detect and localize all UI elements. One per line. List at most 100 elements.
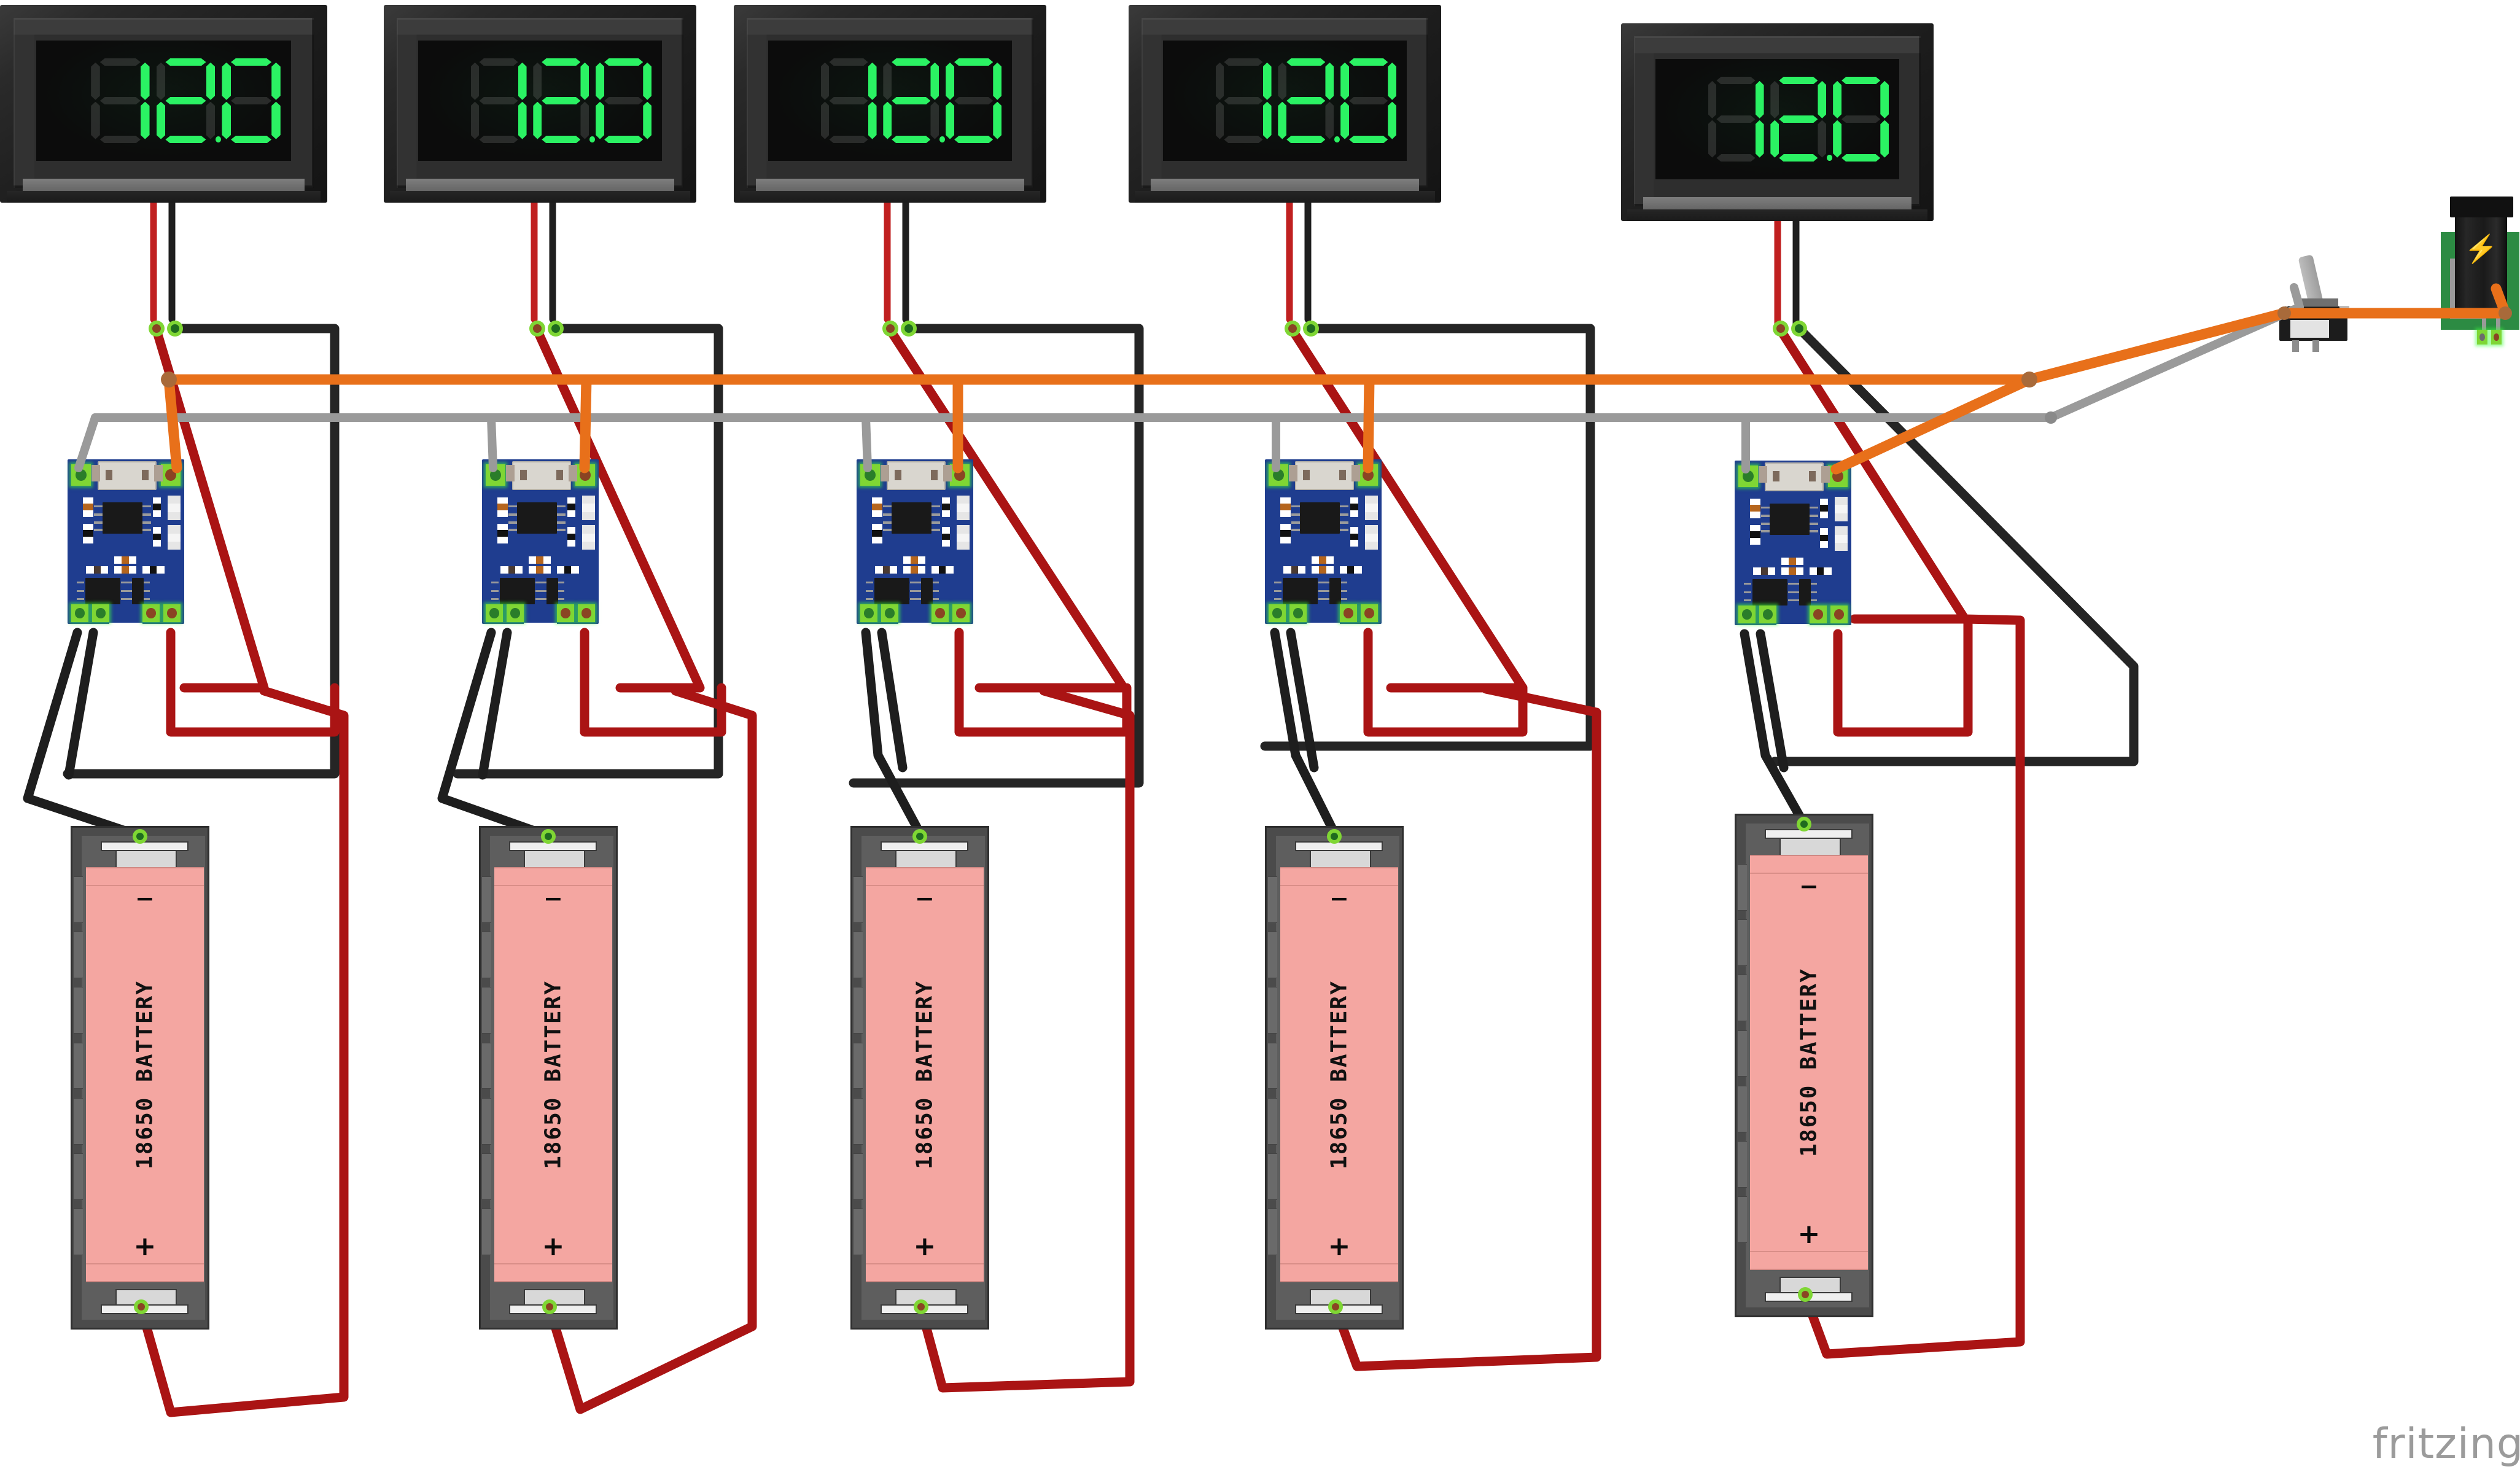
red-meter-to-module [152,325,1970,693]
pad-out-minus[interactable] [1759,605,1777,624]
cell-body: − 18650 BATTERY + [85,867,204,1282]
pad-out-plus[interactable] [931,604,949,623]
micro-usb-connector[interactable] [1758,462,1830,491]
tp4056-4[interactable] [1265,459,1382,628]
pad-in-minus[interactable] [1738,465,1758,487]
digit-tenths [945,58,1002,144]
tp4056-1[interactable] [68,459,184,628]
cell-body: − 18650 BATTERY + [1280,867,1398,1282]
pad-b-minus[interactable] [71,604,89,623]
resistor [875,566,898,574]
resistor [86,566,109,574]
digit-tenths [1340,58,1397,144]
orange-bus-bend [161,372,177,387]
gray-charge-bus [74,283,2304,473]
voltmeter-3[interactable] [734,5,1046,203]
pad-in-minus[interactable] [860,464,880,486]
positive-contact [84,1282,203,1318]
pad-in-plus[interactable] [161,464,181,486]
pad-out-minus[interactable] [506,604,524,623]
voltmeter-4[interactable] [1129,5,1441,203]
micro-usb-connector[interactable] [505,461,578,490]
pad-in-minus[interactable] [71,464,91,486]
pad-b-minus[interactable] [860,604,878,623]
psu-pad-negative[interactable] [2476,330,2487,345]
switch-pin-1[interactable] [2292,340,2299,352]
mosfet [540,577,564,604]
pad-in-plus[interactable] [575,464,596,486]
pad-out-plus[interactable] [142,604,160,623]
voltmeter-2[interactable] [384,5,696,203]
led-charge [1835,496,1848,505]
micro-usb-connector[interactable] [1288,461,1361,490]
voltmeter-5[interactable] [1621,23,1934,221]
digit-tenths [1832,76,1889,162]
digit-hundreds [820,58,877,144]
seven-segment-display [783,50,1002,152]
battery-holder-3[interactable]: − 18650 BATTERY + [850,826,989,1330]
pad-out-minus[interactable] [881,604,899,623]
pad-b-plus[interactable] [1360,604,1379,623]
tp4056-3[interactable] [857,459,973,628]
contact-bar [1295,1304,1383,1315]
pad-b-plus[interactable] [1830,605,1848,624]
positive-contact [1748,1269,1867,1306]
pad-out-minus[interactable] [1289,604,1307,623]
led-standby [582,525,596,534]
polarity-minus: − [914,885,935,913]
pad-out-plus[interactable] [1339,604,1358,623]
battery-holder-2[interactable]: − 18650 BATTERY + [479,826,618,1330]
pad-in-minus[interactable] [1268,464,1288,486]
resistor [1809,567,1832,575]
polarity-minus: − [134,885,155,913]
seven-segment-display [1670,69,1889,170]
pad-b-plus[interactable] [952,604,970,623]
voltmeter-foot [1627,209,1927,221]
toggle-switch[interactable] [2272,254,2364,356]
digit-tens [532,58,595,144]
polarity-plus: + [913,1231,936,1263]
pad-in-plus[interactable] [1358,464,1379,486]
contact-bar [509,841,597,852]
pad-in-plus[interactable] [950,464,970,486]
polarity-plus: + [133,1231,157,1263]
pad-b-plus[interactable] [163,604,181,623]
pad-b-plus[interactable] [577,604,596,623]
tp4056-2[interactable] [482,459,599,628]
pad-out-plus[interactable] [556,604,575,623]
pad-out-minus[interactable] [91,604,110,623]
pad-b-minus[interactable] [485,604,504,623]
cell-body: − 18650 BATTERY + [494,867,612,1282]
pad-b-minus[interactable] [1268,604,1286,623]
tp4056-5[interactable] [1735,461,1851,629]
battery-label: 18650 BATTERY [1796,968,1822,1157]
voltmeter-screen [768,40,1013,162]
pad-b-minus[interactable] [1738,605,1756,624]
contact-bar [1765,1291,1853,1303]
polarity-plus: + [1328,1231,1351,1263]
switch-lever[interactable] [2298,254,2324,305]
digit-tens [882,58,945,144]
polarity-minus: − [543,885,563,913]
micro-usb-connector[interactable] [91,461,163,490]
voltmeter-1[interactable] [0,5,327,203]
cell-body: − 18650 BATTERY + [865,867,984,1282]
switch-pin-2[interactable] [2312,340,2319,352]
battery-holder-4[interactable]: − 18650 BATTERY + [1265,826,1404,1330]
digit-tenths [221,58,281,144]
decimal-point [939,136,945,143]
pad-in-plus[interactable] [1828,465,1848,487]
micro-usb-connector[interactable] [880,461,952,490]
protection-ic [1274,577,1326,604]
mosfet [125,577,150,604]
digit-hundreds [1708,76,1765,162]
led-charge [1365,495,1379,504]
battery-holder-5[interactable]: − 18650 BATTERY + [1735,814,1873,1317]
pad-out-plus[interactable] [1809,605,1827,624]
digit-tens [156,58,221,144]
psu-pad-positive[interactable] [2491,330,2502,345]
pad-in-minus[interactable] [485,464,505,486]
power-supply-module[interactable]: ⚡ [2441,197,2519,359]
battery-holder-1[interactable]: − 18650 BATTERY + [71,826,209,1330]
